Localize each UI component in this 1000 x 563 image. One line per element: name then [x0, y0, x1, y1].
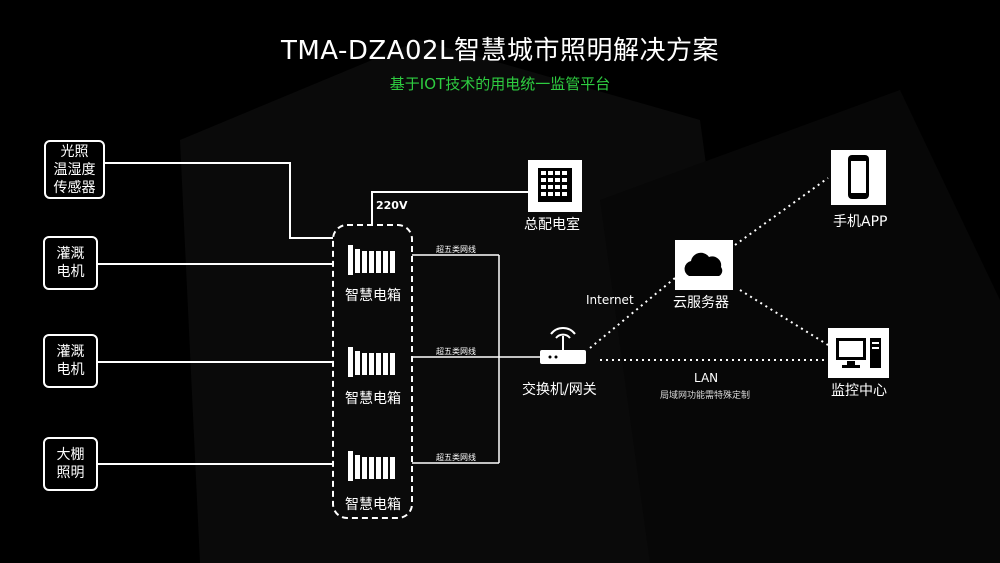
cable-label-3: 超五类网线 — [436, 453, 476, 462]
switch-label: 交换机/网关 — [522, 382, 597, 398]
cloud-server-tile — [675, 240, 733, 290]
building-icon — [528, 160, 582, 212]
cable-label-2: 超五类网线 — [436, 347, 476, 356]
irrigation-pump-2: 灌溉 电机 — [43, 334, 98, 388]
internet-label: Internet — [586, 293, 634, 307]
voltage-label: 220V — [376, 199, 408, 212]
sensor-line-1: 光照 — [60, 143, 89, 160]
breaker-icon — [348, 347, 395, 377]
smart-box-label-2: 智慧电箱 — [345, 391, 401, 407]
irrigation-pump-1: 灌溉 电机 — [43, 236, 98, 290]
breaker-icon — [348, 245, 395, 275]
sensor-line-2: 温湿度 — [53, 161, 96, 178]
greenhouse-lighting: 大棚 照明 — [43, 437, 98, 491]
sensor-line-3: 传感器 — [53, 179, 96, 196]
pump2-line-2: 电机 — [56, 362, 85, 378]
cloud-server-label: 云服务器 — [673, 295, 729, 311]
sensor-device: 光照 温湿度 传感器 — [44, 140, 105, 199]
page-title: TMA-DZA02L智慧城市照明解决方案 — [280, 36, 720, 66]
smartphone-icon — [848, 155, 869, 199]
page-subtitle: 基于IOT技术的用电统一监管平台 — [389, 75, 611, 93]
monitor-center-label: 监控中心 — [831, 383, 887, 399]
cloud-icon — [684, 252, 723, 276]
monitor-tile — [828, 328, 889, 378]
lan-note: 局域网功能需特殊定制 — [660, 391, 751, 401]
pump1-line-1: 灌溉 — [56, 246, 85, 262]
greenhouse-line-1: 大棚 — [56, 447, 85, 463]
pump2-line-1: 灌溉 — [56, 344, 85, 360]
smart-box-label-3: 智慧电箱 — [345, 497, 401, 513]
mobile-tile — [831, 150, 886, 205]
computer-icon — [836, 338, 881, 368]
breaker-icon — [348, 451, 395, 481]
greenhouse-line-2: 照明 — [56, 465, 85, 481]
cable-label-1: 超五类网线 — [436, 245, 476, 254]
lan-label: LAN — [694, 371, 719, 385]
smart-box-label-1: 智慧电箱 — [345, 288, 401, 304]
pump1-line-2: 电机 — [56, 264, 85, 280]
distribution-room-label: 总配电室 — [524, 217, 580, 233]
mobile-app-label: 手机APP — [833, 214, 888, 230]
